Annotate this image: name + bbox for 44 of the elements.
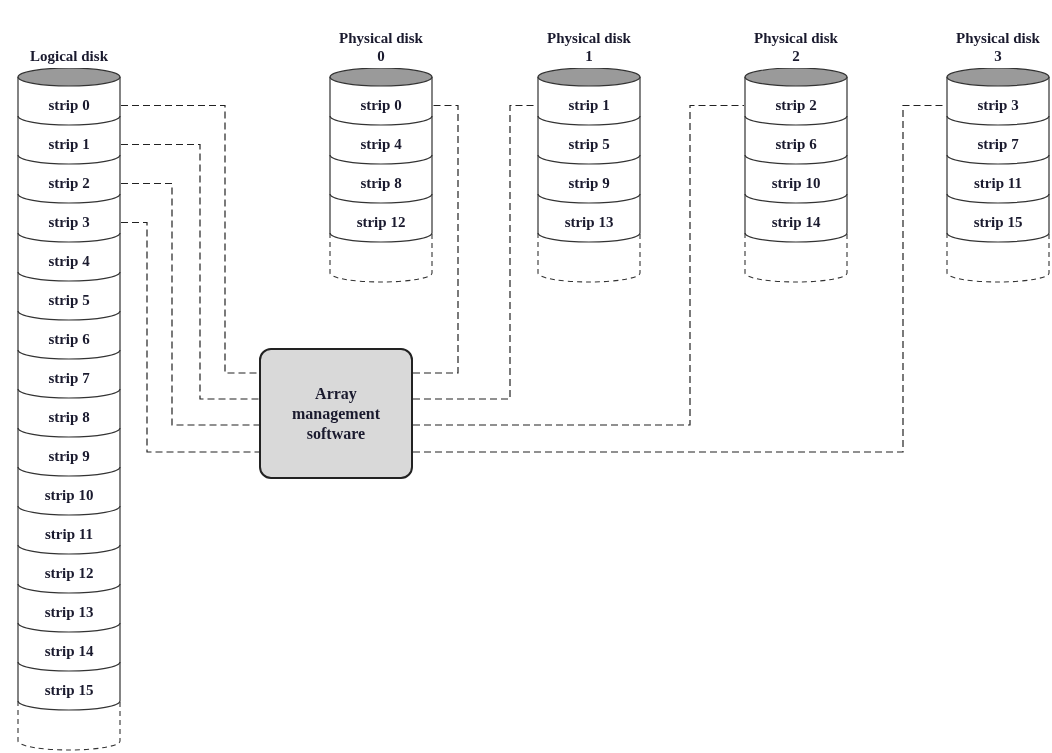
strip-label: strip 1	[17, 125, 121, 164]
strip-label: strip 14	[744, 203, 848, 242]
strip-label: strip 6	[17, 320, 121, 359]
dashed-connector	[412, 104, 745, 426]
strip-label: strip 11	[946, 164, 1050, 203]
strip-label: strip 13	[17, 593, 121, 632]
strip-label: strip 10	[17, 476, 121, 515]
strip-label: strip 7	[946, 125, 1050, 164]
strip-label: strip 9	[537, 164, 641, 203]
dashed-connector	[120, 182, 260, 426]
strip-label: strip 4	[329, 125, 433, 164]
disk-title: Physical disk 1	[547, 29, 631, 65]
disk-title: Logical disk	[29, 47, 109, 65]
strip-label: strip 14	[17, 632, 121, 671]
strip-label: strip 5	[17, 281, 121, 320]
dashed-connector	[412, 104, 459, 374]
process-box: Array management software	[259, 348, 413, 479]
strip-label: strip 3	[946, 86, 1050, 125]
strip-label: strip 11	[17, 515, 121, 554]
strip-label: strip 10	[744, 164, 848, 203]
strip-label: strip 1	[537, 86, 641, 125]
strip-label: strip 13	[537, 203, 641, 242]
strip-label: strip 9	[17, 437, 121, 476]
strip-label: strip 0	[329, 86, 433, 125]
strip-label: strip 12	[329, 203, 433, 242]
strip-label: strip 7	[17, 359, 121, 398]
strip-label: strip 6	[744, 125, 848, 164]
dashed-connector	[120, 143, 260, 400]
disk-title: Physical disk 0	[339, 29, 423, 65]
strip-label: strip 5	[537, 125, 641, 164]
strip-label: strip 8	[329, 164, 433, 203]
disk-title: Physical disk 3	[956, 29, 1040, 65]
disk-title: Physical disk 2	[754, 29, 838, 65]
strip-label: strip 4	[17, 242, 121, 281]
dashed-connector	[120, 104, 260, 374]
strip-label: strip 0	[17, 86, 121, 125]
strip-label: strip 3	[17, 203, 121, 242]
strip-label: strip 8	[17, 398, 121, 437]
strip-label: strip 2	[17, 164, 121, 203]
strip-label: strip 15	[17, 671, 121, 710]
dashed-connector	[120, 221, 260, 453]
strip-label: strip 15	[946, 203, 1050, 242]
strip-label: strip 2	[744, 86, 848, 125]
strip-label: strip 12	[17, 554, 121, 593]
